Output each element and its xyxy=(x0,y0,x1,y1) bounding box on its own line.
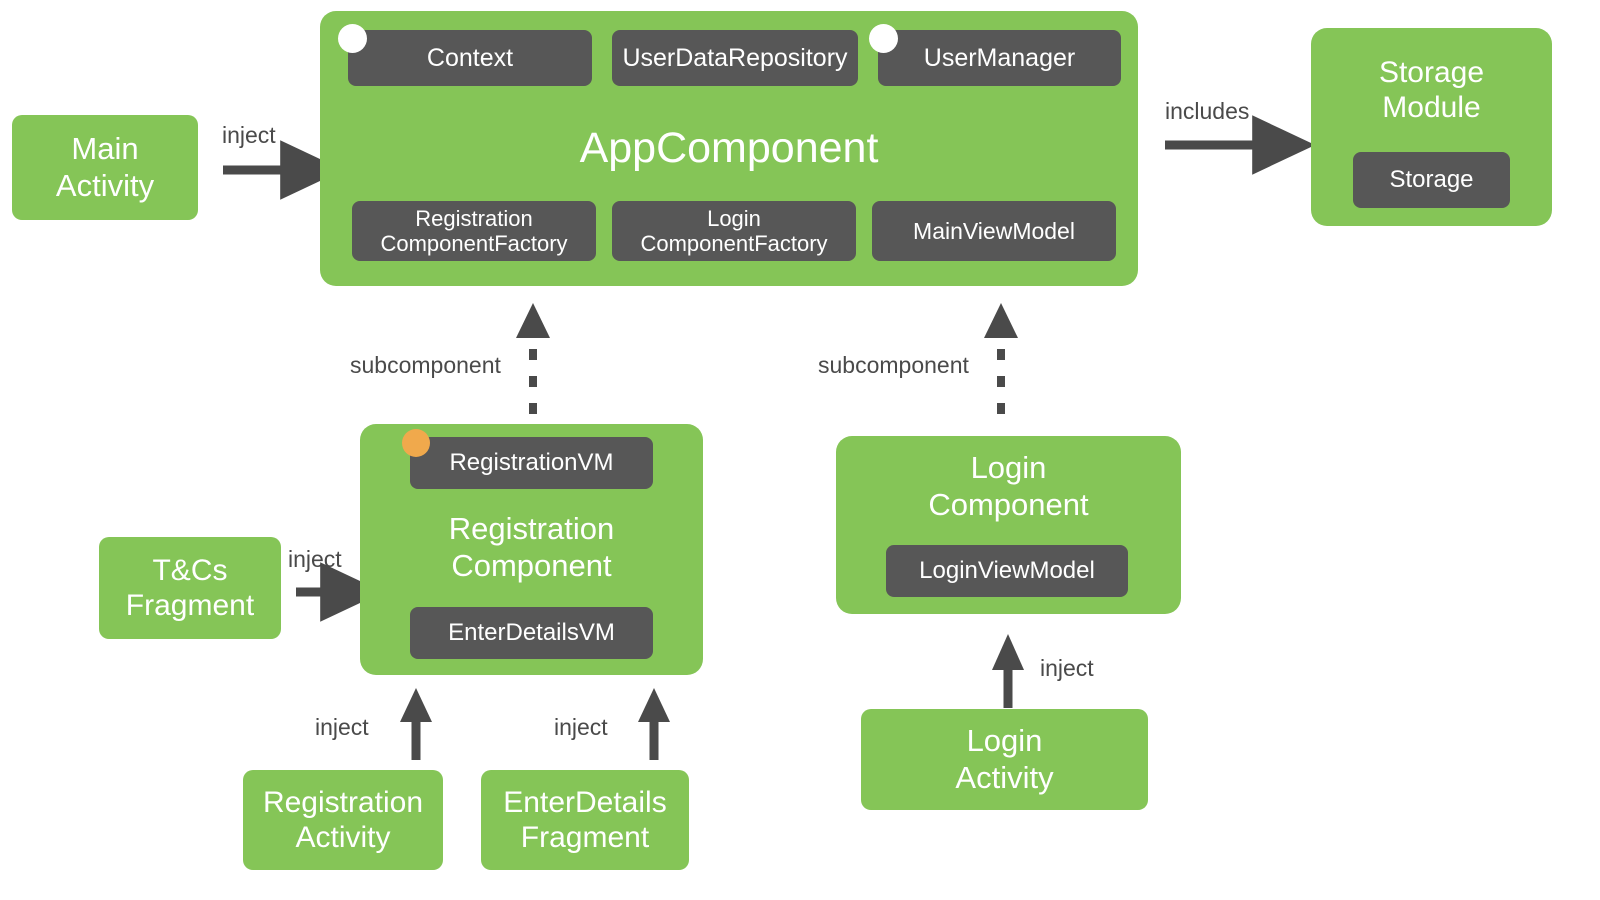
binding-registration-vm[interactable]: RegistrationVM xyxy=(410,437,653,489)
edge-label-inject-main-activity: inject xyxy=(222,122,276,148)
arrow-enter-details-fragment-to-registration-component xyxy=(638,688,670,760)
binding-main-view-model[interactable]: MainViewModel xyxy=(872,201,1116,261)
node-login-activity-label: Login Activity xyxy=(955,722,1054,795)
node-login-component-title: Login Component xyxy=(928,450,1089,522)
binding-main-view-model-label: MainViewModel xyxy=(913,217,1075,244)
binding-login-view-model[interactable]: LoginViewModel xyxy=(886,545,1128,597)
node-login-activity[interactable]: Login Activity xyxy=(861,709,1148,810)
edge-label-inject-enter-details-fragment: inject xyxy=(554,714,608,740)
node-tcs-fragment[interactable]: T&Cs Fragment xyxy=(99,537,281,639)
scope-dot-registration-vm xyxy=(402,429,430,457)
binding-registration-vm-label: RegistrationVM xyxy=(449,449,614,477)
binding-context-label: Context xyxy=(426,43,514,72)
node-registration-component-title: Registration Component xyxy=(448,511,615,583)
binding-user-data-repository[interactable]: UserDataRepository xyxy=(612,30,858,86)
scope-dot-user-manager xyxy=(869,24,898,53)
binding-user-manager[interactable]: UserManager xyxy=(878,30,1121,86)
edge-label-subcomponent-login: subcomponent xyxy=(818,352,969,378)
binding-user-manager-label: UserManager xyxy=(923,43,1076,72)
binding-login-component-factory[interactable]: Login ComponentFactory xyxy=(612,201,856,261)
binding-registration-component-factory-label: Registration ComponentFactory xyxy=(380,205,568,256)
binding-registration-component-factory[interactable]: Registration ComponentFactory xyxy=(352,201,596,261)
scope-dot-context xyxy=(338,24,367,53)
binding-enter-details-vm[interactable]: EnterDetailsVM xyxy=(410,607,653,659)
edge-label-inject-login-activity: inject xyxy=(1040,655,1094,681)
node-main-activity[interactable]: Main Activity xyxy=(12,115,198,220)
arrow-login-activity-to-login-component xyxy=(992,634,1024,708)
node-main-activity-label: Main Activity xyxy=(55,130,155,203)
arrow-registration-component-to-appcomponent xyxy=(516,303,550,414)
node-tcs-fragment-label: T&Cs Fragment xyxy=(125,553,255,622)
binding-login-component-factory-label: Login ComponentFactory xyxy=(640,205,828,256)
edge-label-inject-registration-activity: inject xyxy=(315,714,369,740)
node-storage-module-title: Storage Module xyxy=(1378,55,1485,124)
binding-enter-details-vm-label: EnterDetailsVM xyxy=(448,619,615,647)
node-app-component-title: AppComponent xyxy=(579,123,879,172)
binding-login-view-model-label: LoginViewModel xyxy=(919,557,1095,585)
node-registration-activity[interactable]: Registration Activity xyxy=(243,770,443,870)
node-registration-activity-label: Registration Activity xyxy=(262,785,424,854)
edge-label-includes: includes xyxy=(1165,98,1250,124)
edge-label-subcomponent-registration: subcomponent xyxy=(350,352,501,378)
node-enter-details-fragment-label: EnterDetails Fragment xyxy=(503,785,667,854)
binding-storage-label: Storage xyxy=(1389,166,1474,194)
arrow-registration-activity-to-registration-component xyxy=(400,688,432,760)
arrow-login-component-to-appcomponent xyxy=(984,303,1018,414)
node-enter-details-fragment[interactable]: EnterDetails Fragment xyxy=(481,770,689,870)
edge-label-inject-tcs-fragment: inject xyxy=(288,546,342,572)
binding-storage[interactable]: Storage xyxy=(1353,152,1510,208)
binding-context[interactable]: Context xyxy=(348,30,592,86)
binding-user-data-repository-label: UserDataRepository xyxy=(622,43,848,72)
